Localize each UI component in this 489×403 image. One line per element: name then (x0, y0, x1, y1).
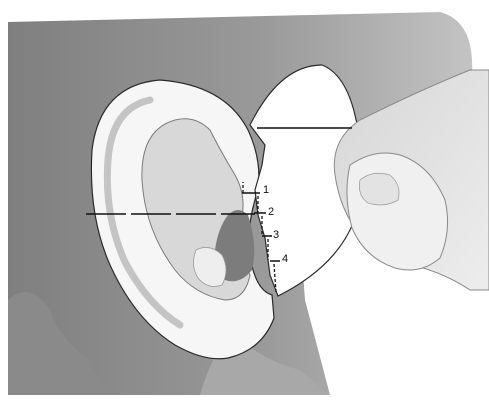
mark-3-label: 3 (273, 229, 279, 241)
thumbnail (359, 173, 399, 205)
mark-1-label: 1 (263, 184, 269, 196)
mark-2-label: 2 (268, 206, 274, 218)
mark-4-label: 4 (282, 253, 288, 265)
